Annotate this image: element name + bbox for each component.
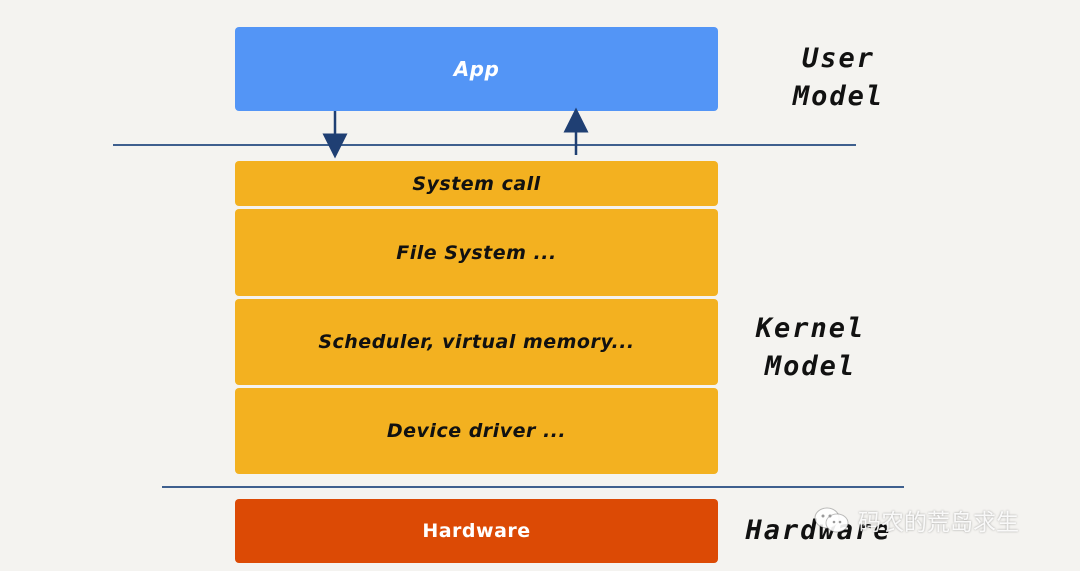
user-kernel-boundary [113, 144, 856, 146]
watermark: 码农的荒岛求生 [812, 503, 1019, 537]
kernel-hardware-boundary [162, 486, 904, 488]
wechat-icon [814, 507, 849, 533]
device-driver-label: Device driver ... [386, 420, 567, 442]
user-model-label: User Model [792, 43, 885, 112]
hardware-block: Hardware [235, 499, 718, 563]
app-block: App [235, 27, 718, 111]
system-call-layer: System call [235, 161, 718, 206]
file-system-layer: File System ... [235, 209, 718, 296]
device-driver-layer: Device driver ... [235, 388, 718, 474]
hardware-block-label: Hardware [422, 520, 531, 542]
kernel-model-label: Kernel Model [755, 313, 866, 382]
scheduler-layer: Scheduler, virtual memory... [235, 299, 718, 385]
file-system-label: File System ... [396, 241, 557, 264]
system-call-label: System call [412, 172, 541, 195]
scheduler-label: Scheduler, virtual memory... [318, 331, 635, 353]
watermark-text: 码农的荒岛求生 [858, 510, 1019, 536]
app-label: App [453, 57, 500, 81]
